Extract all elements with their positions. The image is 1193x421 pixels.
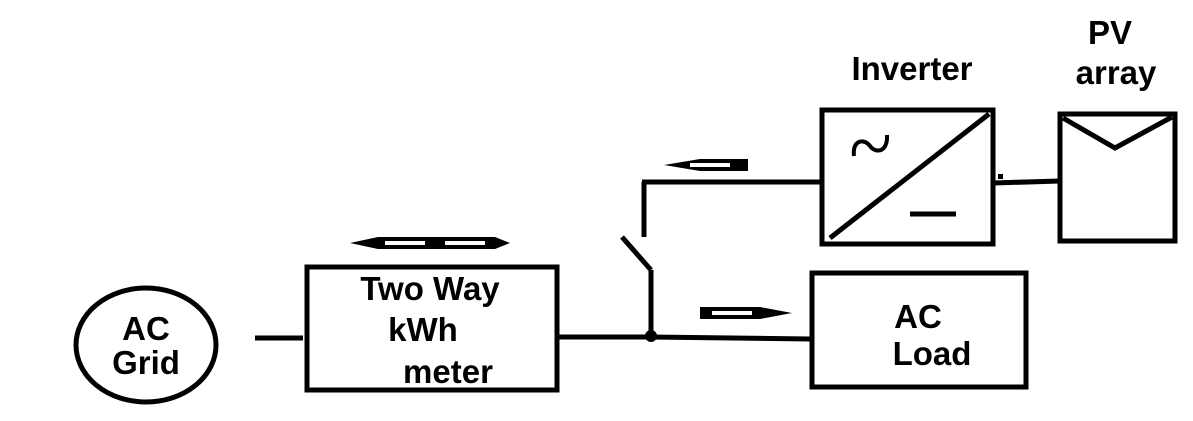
- grid-label-1: AC: [122, 310, 170, 347]
- pv-symbol: [1061, 114, 1174, 151]
- inverter-label: Inverter: [851, 50, 972, 87]
- load-label-1: AC: [894, 298, 942, 335]
- grid-label-2: Grid: [112, 344, 180, 381]
- junction-load-wire: [649, 334, 811, 342]
- inverter-diagonal: [828, 112, 991, 240]
- ac-sine-icon: [851, 134, 890, 157]
- pv-label-1: PV: [1088, 14, 1132, 51]
- inverter-pv-wire: [992, 178, 1061, 186]
- meter-box: [304, 264, 560, 393]
- meter-label-1: Two Way: [360, 270, 500, 307]
- meter-label-3: meter: [403, 353, 493, 390]
- junction-dot: [645, 330, 657, 342]
- ac-load-box: [809, 270, 1029, 390]
- switch-blade: [620, 235, 653, 272]
- wire-dot: [998, 174, 1003, 179]
- bidirectional-arrow-icon: [350, 237, 510, 249]
- meter-label-2: kWh: [388, 311, 458, 348]
- pv-array-box: [1057, 111, 1178, 244]
- inverter-box: [819, 107, 996, 247]
- ac-grid-node: [73, 285, 219, 405]
- load-label-2: Load: [893, 335, 972, 372]
- pv-label-2: array: [1076, 54, 1157, 91]
